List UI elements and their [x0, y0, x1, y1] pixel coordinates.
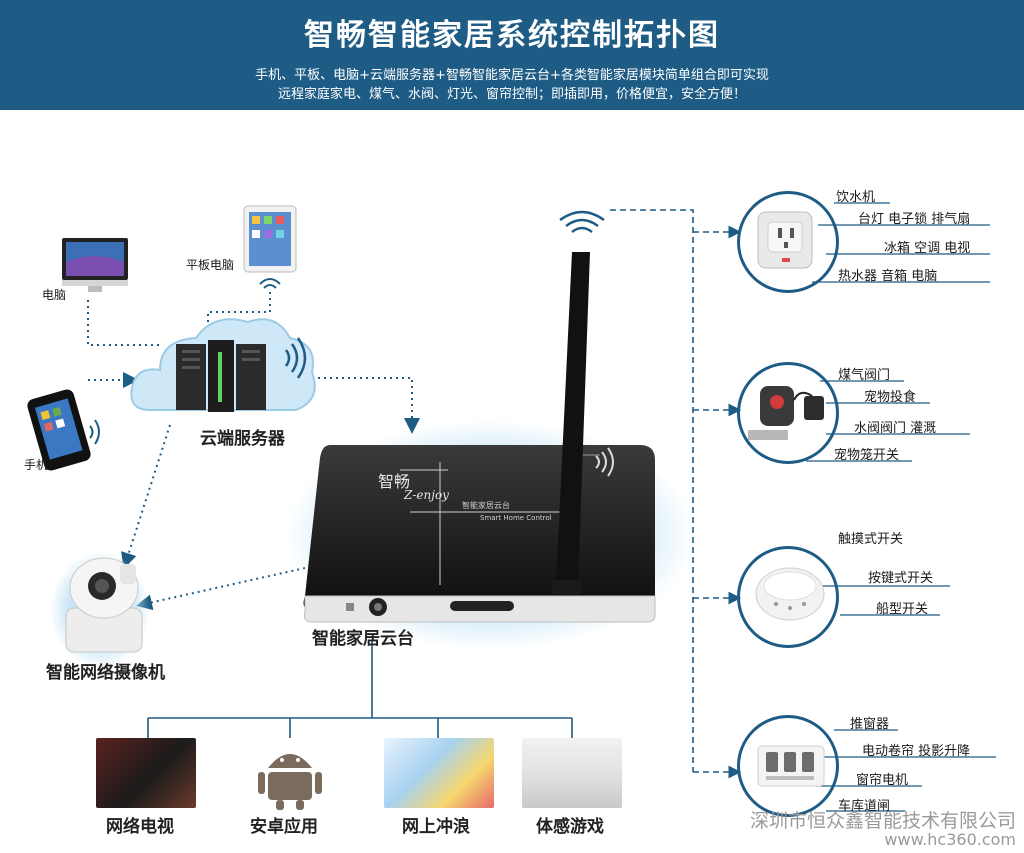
- smart-home-hub-device: [285, 420, 695, 650]
- header-banner: 智畅智能家居系统控制拓扑图 手机、平板、电脑+云端服务器+智畅智能家居云台+各类…: [0, 0, 1024, 110]
- module-circle-switch: [737, 546, 839, 648]
- antenna-wifi-icon: [559, 210, 605, 234]
- switch-label-2: 按键式开关: [868, 571, 934, 586]
- switch-label-3: 船型开关: [876, 602, 929, 617]
- app-label-web-surfing: 网上冲浪: [402, 817, 470, 837]
- socket-label-2: 台灯 电子锁 排气扇: [858, 212, 971, 227]
- computer-icon: [62, 238, 128, 292]
- camera-icon: [50, 552, 150, 668]
- valve-label-4: 宠物笼开关: [834, 448, 900, 463]
- watermark-site: www.hc360.com: [884, 830, 1016, 849]
- internet-tv-thumbnail: [96, 738, 196, 808]
- valve-label-1: 煤气阀门: [838, 368, 891, 383]
- computer-label: 电脑: [42, 288, 67, 302]
- hub-model-cn: 智能家居云台: [462, 501, 510, 510]
- web-surfing-thumbnail: [384, 738, 494, 808]
- phone-icon: [27, 389, 91, 471]
- curtain-label-1: 推窗器: [850, 717, 890, 732]
- socket-label-3: 冰箱 空调 电视: [884, 241, 971, 256]
- subtitle-line-2: 远程家庭家电、煤气、水阀、灯光、窗帘控制；即插即用，价格便宜，安全方便！: [277, 87, 746, 102]
- tablet-label: 平板电脑: [186, 258, 235, 272]
- valve-label-2: 宠物投食: [864, 390, 917, 405]
- curtain-label-3: 窗帘电机: [856, 773, 909, 788]
- server-wifi-icon: [284, 337, 307, 379]
- android-icon: [258, 754, 322, 810]
- curtain-label-2: 电动卷帘 投影升降: [862, 744, 971, 759]
- watermark-company: 深圳市恒众鑫智能技术有限公司: [749, 810, 1016, 832]
- antenna-icon: [552, 252, 590, 594]
- hub-logo-cn: 智畅: [378, 472, 411, 491]
- app-label-internet-tv: 网络电视: [106, 817, 174, 837]
- socket-label-1: 饮水机: [836, 190, 876, 205]
- hub-logo-en: Z-enjoy: [404, 488, 449, 502]
- hub-wifi-icon: [595, 447, 614, 477]
- phone-label: 手机: [24, 458, 49, 472]
- valve-label-3: 水阀阀门 灌溉: [854, 421, 937, 436]
- socket-label-4: 热水器 音箱 电脑: [838, 269, 938, 284]
- camera-label: 智能网络摄像机: [46, 663, 165, 683]
- hub-model-en: Smart Home Control: [480, 514, 552, 522]
- motion-game-thumbnail: [522, 738, 622, 808]
- curtain-label-4: 车库道闸: [838, 799, 891, 814]
- module-circle-valve: [737, 362, 839, 464]
- tablet-wifi-icon: [259, 278, 281, 289]
- cloud-server-label: 云端服务器: [200, 429, 285, 449]
- server-rack-icon: [176, 340, 266, 412]
- hub-label: 智能家居云台: [312, 629, 414, 649]
- module-circle-socket: [737, 191, 839, 293]
- app-label-motion-game: 体感游戏: [536, 817, 604, 837]
- page-title: 智畅智能家居系统控制拓扑图: [304, 18, 720, 53]
- app-label-android: 安卓应用: [250, 817, 318, 837]
- phone-wifi-icon: [89, 419, 100, 445]
- tablet-icon: [243, 205, 297, 273]
- module-circle-curtain: [737, 715, 839, 817]
- switch-label-1: 触摸式开关: [838, 532, 904, 547]
- subtitle-line-1: 手机、平板、电脑+云端服务器+智畅智能家居云台+各类智能家居模块简单组合即可实现: [255, 68, 769, 83]
